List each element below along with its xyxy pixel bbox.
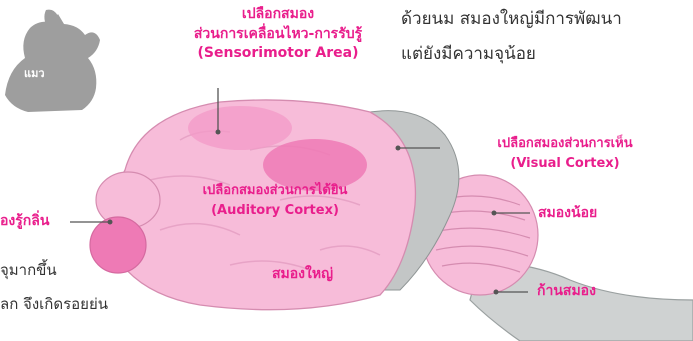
sensorimotor-label-th-1: เปลือกสมอง	[148, 5, 408, 25]
sensorimotor-label-th-2: ส่วนการเคลื่อนไหว-การรับรู้	[148, 25, 408, 45]
brainstem-label: ก้านสมอง	[537, 283, 596, 299]
auditory-cortex-label-en: (Auditory Cortex)	[170, 201, 380, 221]
sensorimotor-region	[188, 106, 292, 150]
cerebellum-label: สมองน้อย	[538, 205, 597, 221]
cut-off-line-1: จุมากขึ้น	[0, 260, 57, 280]
cerebrum-label: สมองใหญ่	[272, 266, 333, 282]
intro-line-1: ด้วยนม สมองใหญ่มีการพัฒนา	[401, 8, 622, 31]
cut-off-line-2: ลก จึงเกิดรอยย่น	[0, 294, 108, 314]
auditory-cortex-label: เปลือกสมองส่วนการได้ยิน (Auditory Cortex…	[170, 181, 380, 220]
auditory-cortex-label-th: เปลือกสมองส่วนการได้ยิน	[170, 181, 380, 201]
olfactory-label: องรู้กลิ่น	[0, 213, 49, 229]
visual-cortex-label-en: (Visual Cortex)	[445, 154, 685, 174]
visual-cortex-label-th: เปลือกสมองส่วนการเห็น	[445, 134, 685, 154]
cat-label: แมว	[24, 64, 45, 82]
cat-silhouette	[5, 10, 100, 112]
sensorimotor-label-en: (Sensorimotor Area)	[148, 44, 408, 64]
intro-line-2: แต่ยังมีความจุน้อย	[401, 43, 536, 66]
visual-cortex-label: เปลือกสมองส่วนการเห็น (Visual Cortex)	[445, 134, 685, 173]
sensorimotor-label: เปลือกสมอง ส่วนการเคลื่อนไหว-การรับรู้ (…	[148, 5, 408, 64]
